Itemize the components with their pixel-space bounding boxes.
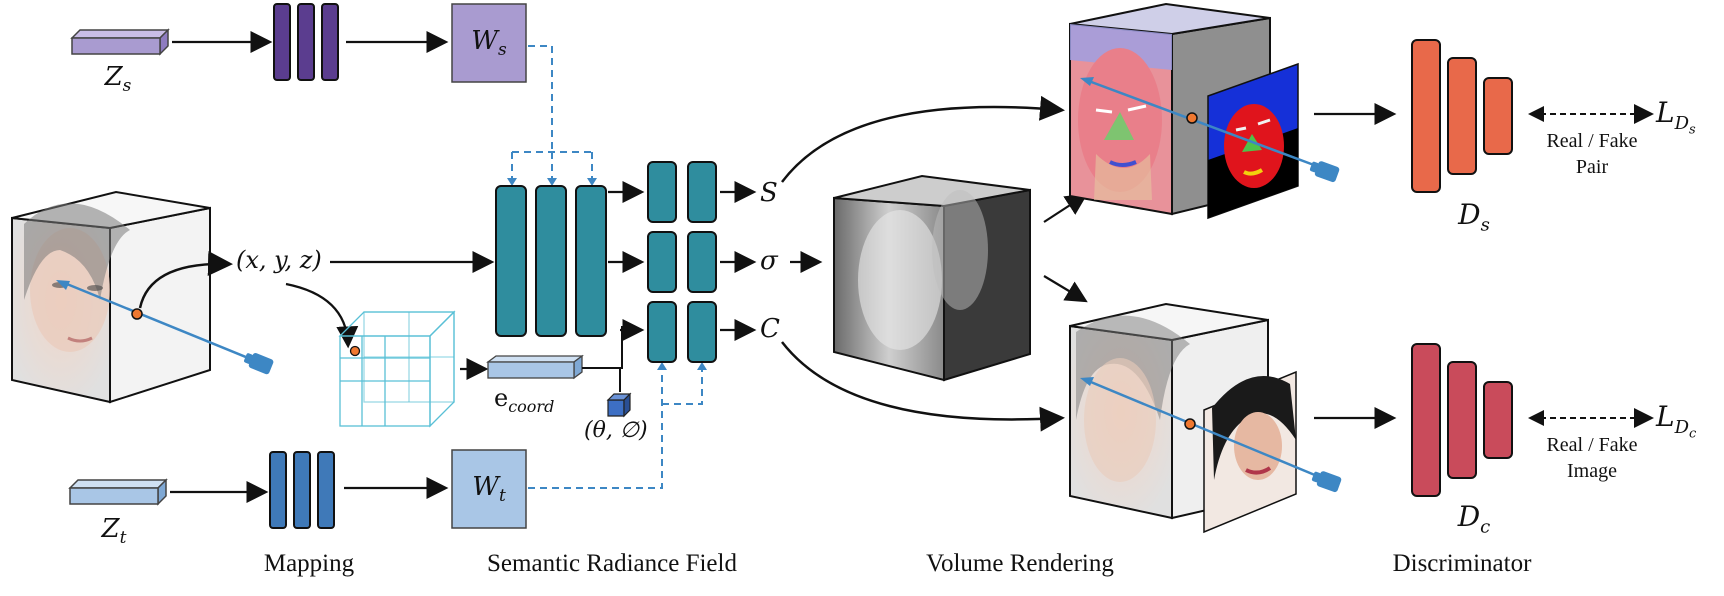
- ray-rgb-head: [1080, 377, 1094, 386]
- grid-sample-point: [349, 345, 361, 357]
- label-ws: Ws: [471, 26, 507, 61]
- dashed-arrowheads-bottom: [657, 362, 707, 370]
- srf-heads: [647, 161, 717, 363]
- semantic-render-cube: [1069, 2, 1271, 216]
- wt-node: [451, 449, 527, 529]
- mapping-network-s: [273, 3, 339, 81]
- ecoord-feature-bar: [486, 354, 584, 380]
- discriminator-ds: [1411, 39, 1513, 193]
- camera-icon-semantic: [1309, 161, 1340, 183]
- ray-rgb: [1085, 378, 1323, 480]
- label-output-s: S: [760, 178, 778, 208]
- rgb-image: [1203, 370, 1297, 534]
- label-ds: Ds: [1458, 198, 1490, 236]
- label-output-c: C: [760, 314, 780, 344]
- hash-grid: [338, 310, 456, 428]
- label-loss-dc: LDc: [1656, 400, 1697, 442]
- label-ecoord: ecoord: [494, 384, 555, 416]
- label-real-fake-pair: Real / Fake Pair: [1546, 130, 1638, 178]
- latent-zt-bar: [68, 478, 168, 506]
- dashed-arrowheads-top: [507, 178, 597, 186]
- srf-backbone: [495, 185, 607, 337]
- arrow-point-to-coords: [138, 250, 233, 309]
- input-face-cube: [11, 190, 211, 404]
- semantic-sample-point: [1186, 112, 1198, 124]
- camera-icon-rgb: [1311, 471, 1342, 493]
- view-direction-cube: [606, 392, 632, 418]
- mapping-network-t: [269, 451, 335, 529]
- label-real-fake-image: Real / Fake Image: [1546, 434, 1638, 482]
- section-discriminator: Discriminator: [1392, 550, 1532, 577]
- curve-s-to-semantic: [781, 95, 1065, 183]
- arrow-coords-to-grid: [285, 282, 359, 349]
- ray-input-head: [56, 280, 70, 290]
- section-srf: Semantic Radiance Field: [487, 550, 737, 577]
- label-loss-ds: LDs: [1656, 96, 1696, 138]
- sample-point: [131, 308, 143, 320]
- section-mapping: Mapping: [263, 550, 355, 577]
- label-wt: Wt: [472, 472, 506, 507]
- dashed-ws-to-srf: [528, 45, 553, 152]
- label-zt: Zt: [101, 514, 127, 549]
- label-view-direction: (θ, ∅): [584, 418, 648, 443]
- arrow-volume-to-semantic: [1043, 193, 1088, 223]
- rgb-sample-point: [1184, 418, 1196, 430]
- curve-c-to-rgb: [781, 341, 1065, 432]
- camera-icon: [244, 352, 274, 375]
- ray-semantic: [1085, 78, 1323, 170]
- discriminator-dc: [1411, 343, 1513, 497]
- arrow-volume-to-rgb: [1043, 275, 1088, 303]
- ws-node: [451, 3, 527, 83]
- ray-input: [61, 280, 259, 364]
- line-ecoord-to-mlp: [582, 326, 623, 369]
- dashed-wt-to-srf: [528, 368, 703, 489]
- dashed-ws-branch: [511, 151, 593, 180]
- ray-semantic-head: [1080, 77, 1094, 86]
- section-volume-rendering: Volume Rendering: [926, 550, 1114, 577]
- label-zs: Zs: [104, 62, 132, 97]
- label-output-sigma: σ: [760, 246, 778, 276]
- latent-zs-bar: [70, 28, 170, 56]
- label-coords: (x, y, z): [236, 246, 322, 274]
- label-dc: Dc: [1457, 500, 1491, 538]
- density-volume-cube: [833, 174, 1031, 382]
